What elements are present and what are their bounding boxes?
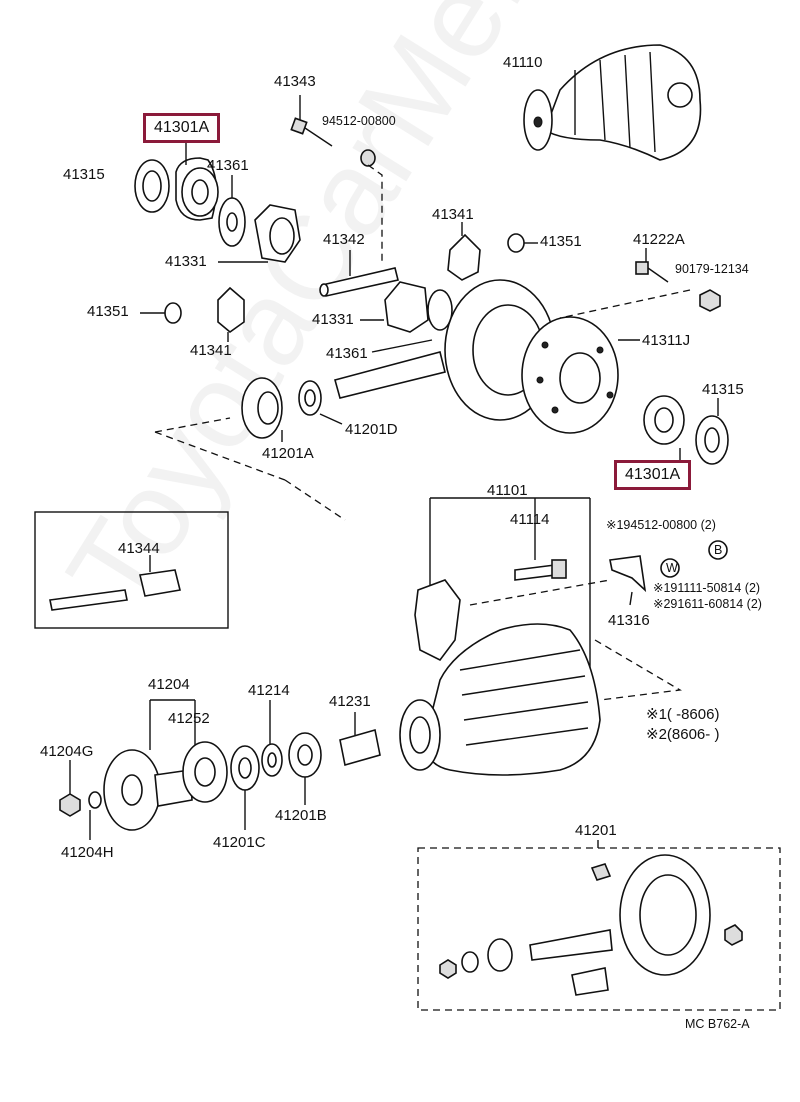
w-mark-icon [660, 558, 680, 578]
label-291611-60814[interactable]: ※291611-60814 (2) [653, 597, 762, 611]
label-41351-left[interactable]: 41351 [87, 303, 129, 320]
washer-41351-top-drawing [507, 233, 525, 253]
inset-box-41344 [34, 511, 229, 629]
shaft-41342-drawing [319, 250, 399, 297]
label-191111-50814[interactable]: ※191111-50814 (2) [653, 581, 761, 595]
washer-94512-drawing [360, 149, 383, 265]
label-41315-right[interactable]: 41315 [702, 381, 744, 398]
footer-code: MC B762-A [685, 1017, 750, 1031]
pinion-gear-left-drawing [217, 286, 245, 342]
washer-gear-left-drawing [218, 175, 301, 263]
note-2: ※2(8606- ) [646, 726, 720, 743]
label-41222A[interactable]: 41222A [633, 231, 685, 248]
pin-41344-drawing [49, 555, 181, 611]
label-41361-left[interactable]: 41361 [207, 157, 249, 174]
label-90179-12134[interactable]: 90179-12134 [675, 262, 749, 276]
label-94512-00800[interactable]: 94512-00800 [322, 114, 396, 128]
bolt-41114-drawing [514, 559, 567, 581]
label-41331-center[interactable]: 41331 [312, 311, 354, 328]
label-41204G[interactable]: 41204G [40, 743, 94, 760]
differential-case-drawing [444, 279, 640, 434]
label-41361-center[interactable]: 41361 [326, 345, 368, 362]
b-mark-text: B [714, 543, 723, 557]
label-41201[interactable]: 41201 [575, 822, 617, 839]
bracket-41316-drawing [609, 555, 647, 593]
label-41114[interactable]: 41114 [510, 511, 550, 528]
bearing-41201A-drawing [241, 351, 446, 442]
b-mark-icon [708, 540, 728, 560]
label-41201D[interactable]: 41201D [345, 421, 398, 438]
label-41214[interactable]: 41214 [248, 682, 290, 699]
flange-41204-drawing [59, 699, 228, 840]
label-41344[interactable]: 41344 [118, 540, 160, 557]
label-41341-top[interactable]: 41341 [432, 206, 474, 223]
label-41316[interactable]: 41316 [608, 612, 650, 629]
label-41201A[interactable]: 41201A [262, 445, 314, 462]
bearing-left-drawing [134, 138, 219, 221]
label-41351-right[interactable]: 41351 [540, 233, 582, 250]
label-41204H[interactable]: 41204H [61, 844, 114, 861]
center-gear-drawing [360, 281, 453, 353]
highlight-41301A-right[interactable]: 41301A [614, 460, 692, 490]
label-41315-left[interactable]: 41315 [63, 166, 105, 183]
note-1: ※1( -8606) [646, 706, 720, 723]
bolt-41222A-drawing [559, 248, 721, 319]
label-41231[interactable]: 41231 [329, 693, 371, 710]
label-41343[interactable]: 41343 [274, 73, 316, 90]
label-41342[interactable]: 41342 [323, 231, 365, 248]
label-41204[interactable]: 41204 [148, 676, 190, 693]
label-194512-00800[interactable]: ※194512-00800 (2) [606, 518, 716, 532]
label-41341-left[interactable]: 41341 [190, 342, 232, 359]
label-41252[interactable]: 41252 [168, 710, 210, 727]
label-41331-left[interactable]: 41331 [165, 253, 207, 270]
gear-set-box-41201 [417, 847, 781, 1011]
ring-pinion-set-drawing [439, 854, 743, 996]
pinion-gear-top-drawing [447, 222, 481, 281]
bearing-right-drawing [643, 395, 729, 465]
highlight-41301A-top[interactable]: 41301A [143, 113, 221, 143]
label-41201C[interactable]: 41201C [213, 834, 266, 851]
washer-41351-left-drawing [164, 302, 182, 324]
bolt-41343-drawing [290, 95, 333, 147]
label-41110[interactable]: 41110 [503, 54, 543, 71]
label-41311J[interactable]: 41311J [642, 332, 691, 349]
carrier-housing-drawing [399, 579, 682, 776]
carrier-assembly-drawing [523, 44, 702, 161]
label-41101[interactable]: 41101 [487, 482, 528, 499]
w-mark-text: W [666, 561, 678, 575]
label-41201B[interactable]: 41201B [275, 807, 327, 824]
bearings-41201C-41214-41201B-drawing [230, 700, 381, 830]
